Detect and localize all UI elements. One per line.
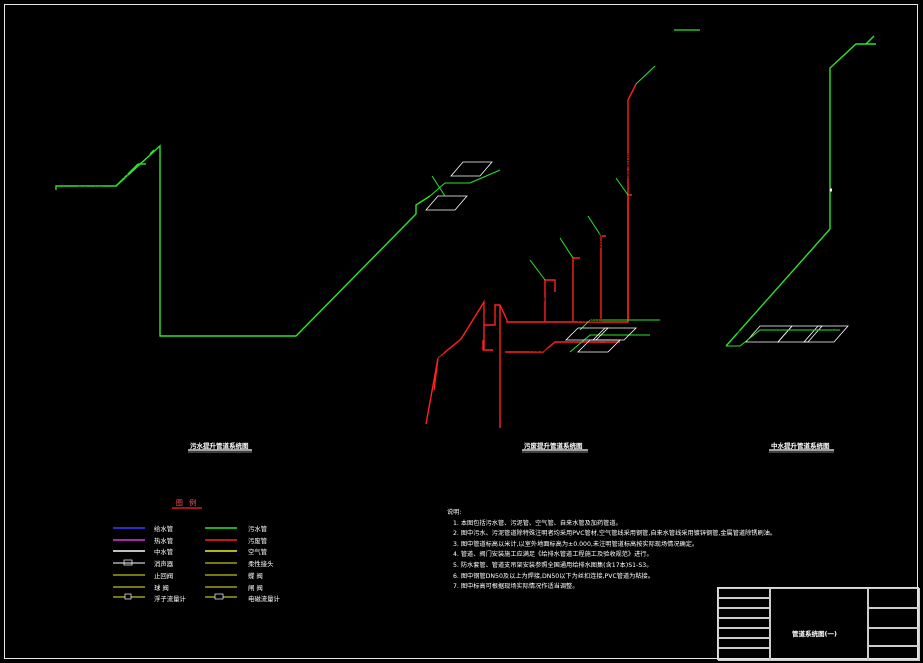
pipe-label: PVC de110	[598, 223, 604, 248]
notes-title: 说明:	[447, 509, 462, 516]
pipe-label: PVC de110	[626, 153, 632, 178]
design-notes: 说明: 1. 本图包括污水管、污泥管、空气管、自来水管及加药管道。 2. 图中污…	[447, 508, 907, 593]
title-block: 管道系统图(一)	[717, 587, 920, 661]
pipe-label: PVC de110	[785, 350, 810, 356]
sewage-lift-branches	[429, 169, 501, 197]
legend-right: 污水管 污废管 空气管 柔性接头 蝶 阀 闸 阀 电磁流量计	[248, 524, 280, 606]
reclaimed-lift-diagram	[725, 35, 876, 347]
pipe-label: PVC de110	[822, 115, 828, 140]
pipe-label: PVC de110	[732, 350, 757, 356]
legend-item: 球 阀	[154, 583, 169, 592]
legend-item: 柔性接头	[248, 560, 274, 569]
equipment-label: 接 中 水 池	[878, 45, 901, 52]
waste-lift-fixtures	[565, 327, 637, 353]
pipe-label: PVC de160	[218, 328, 243, 334]
legend-item: 闸 阀	[248, 583, 263, 592]
diagram-title-reclaimed: 中水提升管道系统图	[771, 442, 830, 450]
pipe-label: PVC de110	[810, 320, 835, 326]
pipe-label: PVC de110	[780, 320, 805, 326]
legend-item: 污水管	[248, 525, 268, 533]
legend-symbols-left	[113, 527, 145, 600]
elevation-label: -1.200	[120, 174, 135, 180]
pipe-label: PVC de110	[727, 330, 752, 336]
equipment-label: 接 沉 淀 池 进 水 管	[662, 84, 703, 91]
pipe-label: PVC de160	[484, 297, 490, 322]
sewage-lift-diagram	[55, 144, 431, 337]
pipe-label: PVC de110	[530, 348, 555, 354]
note-item: 3. 图中管道标高以米计,以室外地面标高为±0.000,未注明管道标高按实际现场…	[453, 540, 699, 548]
legend-symbols-right	[205, 527, 237, 600]
sewage-lift-fixtures	[425, 161, 493, 211]
legend-left: 给水管 热水管 中水管 消声器 止回阀 球 阀 浮子流量计	[154, 524, 186, 606]
note-item: 6. 图中钢管DN50及以上为焊接,DN50以下为丝扣连接,PVC管道为粘接。	[453, 572, 654, 580]
elevation-label: -0.800	[500, 167, 515, 173]
equipment-label: 污水提升泵	[405, 148, 428, 155]
pipe-label: PVC de110	[578, 318, 603, 324]
legend-item: 空气管	[248, 548, 268, 557]
legend-item: 消声器	[154, 560, 174, 569]
diagram-title-sewage: 污水提升管道系统图	[190, 442, 249, 450]
equipment-label: 接 好 氧 池 进 气 管	[545, 201, 586, 208]
note-item: 2. 图中污水、污泥管道除特殊注明者均采用PVC管材,空气管线采用钢管,自来水管…	[453, 530, 777, 538]
legend-item: 止回阀	[154, 571, 174, 580]
drawing-frame	[4, 4, 918, 659]
equipment-label: 接 鼓 风 机 进 气 管	[517, 296, 558, 303]
note-item: 4. 管道、阀门安装施工应满足《给排水管道工程施工及验收规范》进行。	[453, 551, 653, 559]
legend-item: 给水管	[154, 525, 174, 533]
waste-lift-diagram	[425, 83, 637, 428]
legend-item: 电磁流量计	[248, 595, 280, 604]
legend-title: 图 例	[175, 499, 199, 507]
pipe-label: PVC de160	[78, 186, 103, 192]
diagram-title-waste: 污废提升管道系统图	[524, 442, 583, 450]
legend-item: 污废管	[248, 536, 268, 545]
waste-lift-green-branches	[529, 65, 660, 353]
note-item: 1. 本图包括污水管、污泥管、空气管、自来水管及加药管道。	[453, 519, 622, 527]
equipment-label: 接 缺 氧 池 进 气 管	[516, 230, 557, 237]
legend-item: 中水管	[154, 548, 174, 557]
reclaimed-lift-fixtures	[745, 325, 849, 343]
equipment-label: 接 沉 淀 池 进 水 管	[640, 173, 681, 180]
equipment-label: 接 调 节 池 进 气 管	[488, 260, 529, 267]
legend-item: 热水管	[154, 536, 174, 545]
legend-item: 浮子流量计	[154, 595, 186, 604]
legend-item: 蝶 阀	[248, 571, 263, 580]
note-item: 7. 图中标高可根据现场实际情况作适当调整。	[453, 583, 579, 591]
note-item: 5. 防水套管、管道支吊架安装参照全国通用给排水图集(含17本)S1-S3。	[453, 561, 653, 569]
equipment-label: 提 升 泵	[527, 333, 544, 340]
drawing-name: 管道系统图(一)	[792, 630, 837, 638]
